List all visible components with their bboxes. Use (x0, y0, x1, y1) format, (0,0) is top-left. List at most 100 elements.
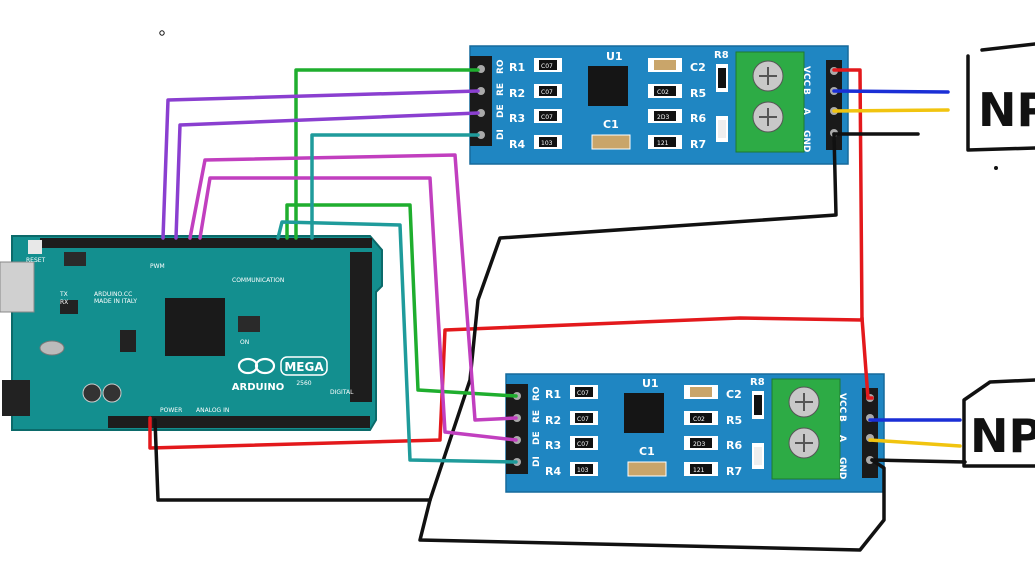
bottom-r1-label: R1 (545, 388, 561, 401)
wire-red-vcc-bottom (860, 316, 874, 400)
power-jack (2, 380, 30, 416)
bottom-re-label: RE (532, 410, 542, 423)
top-header (40, 238, 372, 248)
bottom-gnd-label: GND (837, 457, 847, 479)
top-code-2: C07 (541, 89, 553, 96)
device-top-outline (966, 54, 1035, 152)
bottom-a-label: A (837, 435, 847, 442)
wire-green-bottom-ro (285, 203, 518, 398)
bottom-r4-label: R4 (545, 465, 561, 478)
wire-teal-bottom-di (276, 220, 518, 464)
wire-yellow-bottom-a (868, 438, 962, 448)
rs485-module-bottom: RO RE DE DI R1 R2 R3 R4 C07 C07 C07 103 … (505, 373, 885, 493)
bottom-r2-label: R2 (545, 414, 561, 427)
bottom-code-2: C07 (577, 416, 589, 423)
bottom-code-r6: 2D3 (693, 441, 705, 448)
top-c1-label: C1 (603, 118, 619, 131)
bottom-b-label: B (837, 415, 847, 422)
communication-label: COMMUNICATION (232, 277, 284, 284)
wires (148, 68, 967, 552)
rs485-module-top: RO RE DE DI R1 R2 R3 R4 C07 C07 C07 103 … (469, 45, 849, 165)
bottom-r3-label: R3 (545, 439, 561, 452)
top-r7-label: R7 (690, 138, 706, 151)
bottom-c2-label: C2 (726, 388, 742, 401)
top-b-label: B (801, 88, 811, 95)
bottom-max485-chip (624, 393, 664, 433)
bottom-c1-label: C1 (639, 445, 655, 458)
top-max485-chip (588, 66, 628, 106)
wire-black-gnd-arduino (153, 418, 432, 502)
top-r1-label: R1 (509, 61, 525, 74)
top-di-label: DI (496, 129, 506, 140)
bottom-de-label: DE (532, 431, 542, 445)
bottom-code-r7: 121 (693, 467, 705, 474)
top-gnd-label: GND (801, 130, 811, 152)
bottom-u1-label: U1 (642, 377, 659, 390)
brand-url-text: ARDUINO.CC (94, 291, 132, 298)
top-code-r5: C02 (657, 89, 669, 96)
bottom-r8-label: R8 (750, 377, 765, 388)
top-ro-label: RO (496, 59, 506, 74)
atmega-chip (165, 298, 225, 356)
top-r2-label: R2 (509, 87, 525, 100)
bottom-ro-label: RO (532, 386, 542, 401)
top-u1-label: U1 (606, 50, 623, 63)
top-r6-label: R6 (690, 112, 706, 125)
top-r3-label: R3 (509, 112, 525, 125)
reset-button (28, 240, 42, 254)
arduino-mega-board: ARDUINO MEGA 2560 COMMUNICATION POWER AN… (0, 235, 383, 431)
rx-label: RX (60, 299, 68, 306)
bottom-code-4: 103 (577, 467, 589, 474)
bottom-r5-label: R5 (726, 414, 742, 427)
arduino-logo-text: ARDUINO (232, 382, 284, 393)
device-top-label: NP (978, 83, 1035, 137)
wire-purple-top-de (174, 111, 480, 240)
top-de-label: DE (496, 104, 506, 118)
top-code-4: 103 (541, 140, 553, 147)
top-r4-label: R4 (509, 138, 525, 151)
pwm-label: PWM (150, 263, 165, 270)
top-re-label: RE (496, 83, 506, 96)
power-label: POWER (160, 407, 182, 414)
top-a-label: A (801, 108, 811, 115)
bottom-vcc-label: VCC (837, 393, 847, 414)
wire-magenta-bottom-re (188, 153, 518, 422)
wire-magenta-bottom-de (198, 176, 518, 442)
digital-label: DIGITAL (330, 389, 354, 396)
top-r5-label: R5 (690, 87, 706, 100)
wire-teal-top-di (310, 133, 480, 240)
reset-label: RESET (26, 257, 46, 264)
top-vcc-label: VCC (801, 66, 811, 87)
tx-label: TX (59, 291, 68, 298)
top-c2-label: C2 (690, 61, 706, 74)
analog-in-label: ANALOG IN (196, 407, 229, 414)
top-code-r6: 2D3 (657, 114, 669, 121)
right-header (350, 252, 372, 402)
mega-model-number: 2560 (296, 380, 311, 387)
bottom-code-r5: C02 (693, 416, 705, 423)
top-code-3: C07 (541, 114, 553, 121)
on-led-label: ON (240, 339, 249, 346)
top-r8-label: R8 (714, 50, 729, 61)
wire-black-bottom-gnd-stub (870, 458, 967, 464)
device-bottom-label: NP (970, 409, 1035, 463)
bottom-di-label: DI (532, 456, 542, 467)
device-top: NP (966, 42, 1035, 170)
mega-model-text: MEGA (284, 360, 324, 374)
top-code-r7: 121 (657, 140, 669, 147)
bottom-code-1: C07 (577, 390, 589, 397)
wire-yellow-top-a (832, 108, 950, 113)
wire-purple-top-re (161, 89, 480, 240)
bottom-header (108, 416, 370, 428)
made-in-text: MADE IN ITALY (94, 298, 137, 305)
bottom-r6-label: R6 (726, 439, 742, 452)
stray-mark (159, 30, 165, 36)
device-bottom-outline (962, 378, 1035, 468)
bottom-code-3: C07 (577, 441, 589, 448)
wire-blue-top-b (832, 89, 950, 94)
bottom-r7-label: R7 (726, 465, 742, 478)
wire-green-top-ro (294, 68, 480, 240)
device-bottom: NP (962, 378, 1035, 468)
usb-port (0, 261, 35, 313)
